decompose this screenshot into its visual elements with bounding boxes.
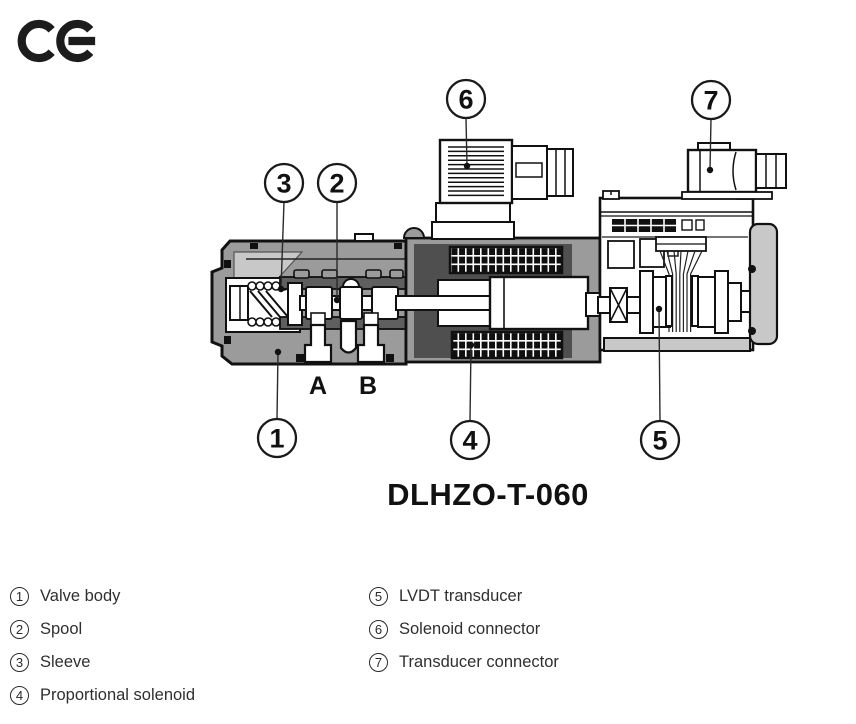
- leader-dots: [274, 162, 714, 356]
- leader-line-7: [709, 118, 712, 171]
- callout-7: 7: [690, 79, 732, 121]
- ce-letter-e: [56, 19, 94, 63]
- legend-column-1: 1 Valve body 2 Spool 3 Sleeve 4 Proporti…: [10, 580, 195, 712]
- port-label-b: B: [359, 372, 377, 400]
- legend-item-spool: 2 Spool: [10, 613, 195, 646]
- ce-letter-c: [17, 19, 55, 63]
- push-rod: [395, 295, 493, 311]
- legend-label: LVDT transducer: [399, 587, 523, 605]
- callout-6: 6: [445, 78, 487, 120]
- svg-text:3: 3: [276, 169, 291, 199]
- callout-2: 2: [316, 162, 358, 204]
- leader-lines: [276, 117, 712, 422]
- legend-label: Solenoid connector: [399, 620, 541, 638]
- cable-gland: [546, 148, 574, 197]
- legend-marker-5: 5: [369, 587, 388, 606]
- svg-text:7: 7: [703, 86, 718, 116]
- legend-label: Valve body: [40, 587, 121, 605]
- svg-text:1: 1: [269, 424, 284, 454]
- legend-label: Transducer connector: [399, 653, 559, 671]
- legend-marker-7: 7: [369, 653, 388, 672]
- leader-line-6: [465, 117, 468, 167]
- armature: [488, 275, 590, 331]
- solenoid-connector: [438, 138, 574, 205]
- svg-text:4: 4: [462, 426, 477, 456]
- callout-5: 5: [639, 419, 681, 461]
- legend-marker-4: 4: [10, 686, 29, 705]
- transducer-housing: [597, 190, 779, 352]
- leader-line-3: [280, 201, 285, 290]
- svg-text:2: 2: [329, 169, 344, 199]
- connector-ribs: [448, 146, 504, 197]
- leader-line-4: [469, 344, 472, 422]
- coupling: [609, 287, 628, 323]
- solenoid-coil-upper: [448, 245, 564, 275]
- port-b: [356, 312, 386, 364]
- model-title: DLHZO-T-060: [387, 477, 589, 512]
- port-label-a: A: [309, 372, 327, 400]
- callout-3: 3: [263, 162, 305, 204]
- transducer-connector: [681, 142, 787, 200]
- legend-item-proportional-solenoid: 4 Proportional solenoid: [10, 679, 195, 712]
- cable-gland: [755, 153, 787, 189]
- center-drain-channel: [339, 319, 358, 354]
- svg-text:5: 5: [652, 426, 667, 456]
- legend-item-transducer-connector: 7 Transducer connector: [369, 646, 559, 679]
- legend-item-sleeve: 3 Sleeve: [10, 646, 195, 679]
- legend-label: Spool: [40, 620, 83, 638]
- leader-line-5: [658, 308, 661, 422]
- port-a: [303, 312, 333, 364]
- legend-marker-6: 6: [369, 620, 388, 639]
- legend-marker-2: 2: [10, 620, 29, 639]
- legend-label: Sleeve: [40, 653, 91, 671]
- callout-4: 4: [449, 419, 491, 461]
- svg-text:6: 6: [458, 85, 473, 115]
- proportional-solenoid: [395, 202, 607, 364]
- leader-line-1: [276, 351, 279, 420]
- legend-marker-1: 1: [10, 587, 29, 606]
- legend-item-lvdt-transducer: 5 LVDT transducer: [369, 580, 559, 613]
- ce-logo: [17, 19, 96, 63]
- legend-item-solenoid-connector: 6 Solenoid connector: [369, 613, 559, 646]
- lvdt-transducer: [597, 270, 751, 334]
- legend-column-2: 5 LVDT transducer 6 Solenoid connector 7…: [369, 580, 559, 679]
- legend-label: Proportional solenoid: [40, 686, 196, 704]
- callout-1: 1: [256, 417, 298, 459]
- legend-item-valve-body: 1 Valve body: [10, 580, 195, 613]
- legend-marker-3: 3: [10, 653, 29, 672]
